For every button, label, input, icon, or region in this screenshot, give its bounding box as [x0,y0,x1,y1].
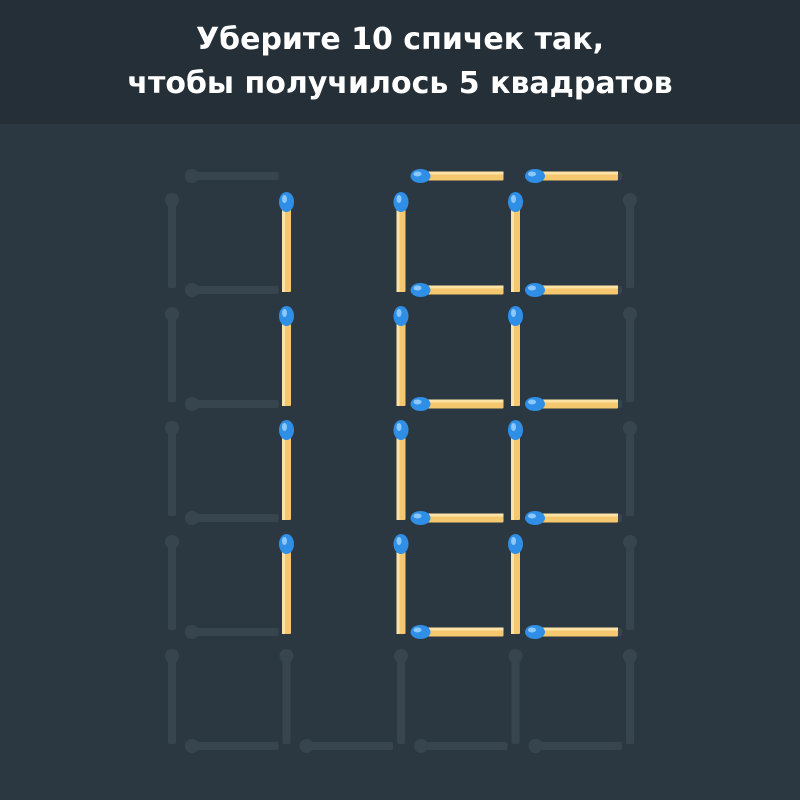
ghost-match-horizontal [185,739,279,753]
match-horizontal[interactable] [525,283,618,297]
match-vertical[interactable] [508,534,523,634]
match-horizontal[interactable] [525,625,618,639]
match-vertical[interactable] [508,192,523,292]
match-vertical[interactable] [279,534,294,634]
ghost-match-vertical [165,193,179,288]
match-horizontal[interactable] [410,283,504,297]
ghost-match-vertical [165,421,179,516]
ghost-match-horizontal [185,511,279,525]
match-vertical[interactable] [393,420,409,520]
ghost-match-vertical [394,649,408,744]
match-vertical[interactable] [508,420,523,520]
ghost-match-vertical [165,535,179,630]
match-vertical[interactable] [508,306,523,406]
matchstick-board [165,169,637,753]
match-vertical[interactable] [279,192,294,292]
ghost-match-vertical [623,649,637,744]
ghost-match-vertical [279,649,294,744]
match-horizontal[interactable] [410,625,504,639]
ghost-match-vertical [623,193,637,288]
match-horizontal[interactable] [525,511,618,525]
ghost-match-vertical [623,307,637,402]
ghost-match-horizontal [528,739,622,753]
match-horizontal[interactable] [410,511,504,525]
match-vertical[interactable] [393,534,409,634]
match-horizontal[interactable] [525,169,618,183]
ghost-match-vertical [508,649,523,744]
match-horizontal[interactable] [410,169,504,183]
ghost-match-vertical [623,535,637,630]
ghost-match-vertical [165,307,179,402]
ghost-match-horizontal [185,397,279,411]
match-vertical[interactable] [279,306,294,406]
match-vertical[interactable] [393,192,409,292]
puzzle-header: Уберите 10 спичек так, чтобы получилось … [0,0,800,124]
ghost-match-horizontal [185,625,279,639]
match-vertical[interactable] [393,306,409,406]
match-vertical[interactable] [279,420,294,520]
ghost-match-vertical [165,649,179,744]
ghost-match-horizontal [299,739,393,753]
match-horizontal[interactable] [525,397,618,411]
puzzle-title-line-1: Уберите 10 спичек так, [196,22,604,57]
match-horizontal[interactable] [410,397,504,411]
ghost-match-vertical [623,421,637,516]
puzzle-title-line-2: чтобы получилось 5 квадратов [127,66,673,101]
ghost-match-horizontal [414,739,508,753]
ghost-match-horizontal [185,169,279,183]
ghost-match-horizontal [185,283,279,297]
